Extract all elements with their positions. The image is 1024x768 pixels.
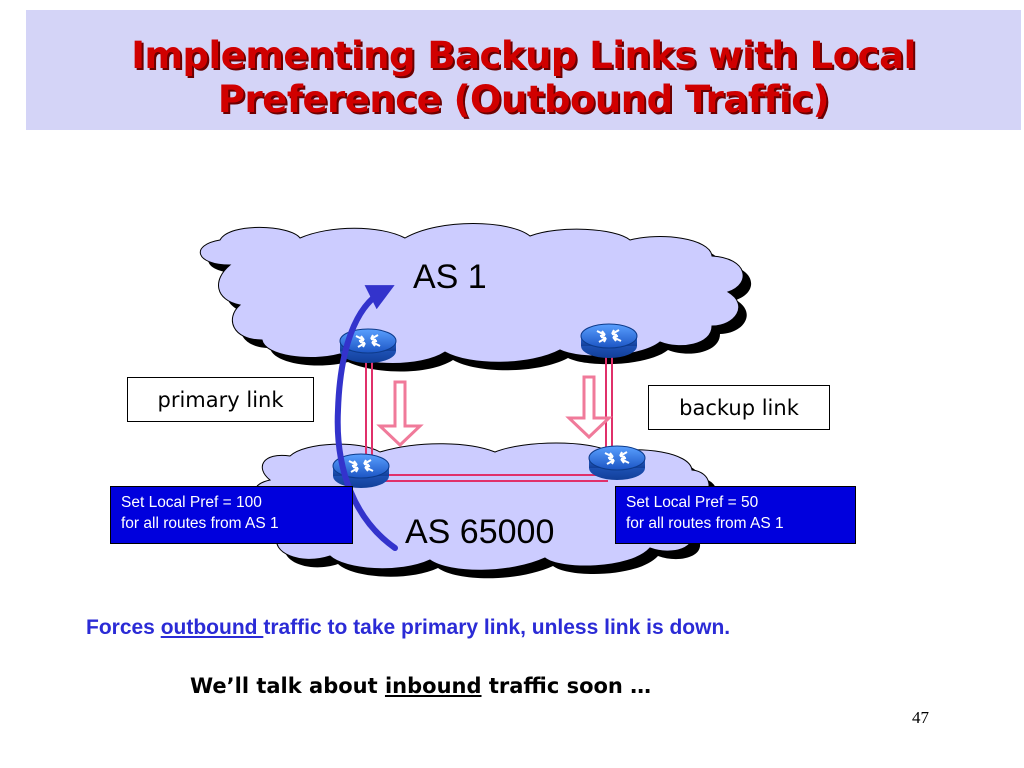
- title-banner: Implementing Backup Links with Local Pre…: [26, 10, 1021, 130]
- local-pref-right-line-2: for all routes from AS 1: [626, 515, 784, 532]
- as1-cloud: [199, 223, 752, 372]
- forces-underlined-word: outbound: [160, 616, 264, 639]
- talk-suffix: traffic soon …: [481, 674, 652, 698]
- router-icon-as1-left: [339, 328, 397, 363]
- outbound-traffic-arrow: [334, 285, 398, 551]
- backup-link-line: [605, 348, 613, 458]
- local-pref-box-right: Set Local Pref = 50 for all routes from …: [615, 486, 856, 544]
- talk-prefix: We’ll talk about: [190, 674, 385, 698]
- page-number: 47: [912, 708, 929, 727]
- primary-link-label: primary link: [127, 377, 314, 422]
- primary-link-line: [365, 352, 373, 470]
- as1-label: AS 1: [413, 258, 487, 296]
- local-pref-right-line-1: Set Local Pref = 50: [626, 494, 759, 511]
- forces-prefix: Forces: [86, 616, 161, 639]
- backup-link-label: backup link: [648, 385, 830, 430]
- forces-outbound-caption: Forces outbound traffic to take primary …: [86, 616, 730, 640]
- as65000-label: AS 65000: [405, 513, 555, 551]
- local-pref-left-line-2: for all routes from AS 1: [121, 515, 279, 532]
- slide-title-line-1: Implementing Backup Links with Local: [131, 34, 916, 77]
- down-arrow-left: [376, 380, 424, 448]
- local-pref-left-line-1: Set Local Pref = 100: [121, 494, 262, 511]
- router-icon-as65000-right: [588, 445, 646, 480]
- local-pref-box-left: Set Local Pref = 100 for all routes from…: [110, 486, 353, 544]
- router-icon-as1-right: [580, 323, 638, 358]
- forces-suffix: traffic to take primary link, unless lin…: [263, 616, 731, 639]
- down-arrow-right: [565, 375, 613, 440]
- talk-underlined-word: inbound: [384, 674, 482, 698]
- internal-link-line: [370, 474, 608, 482]
- slide-title-line-2: Preference (Outbound Traffic): [217, 78, 830, 121]
- inbound-traffic-note: We’ll talk about inbound traffic soon …: [190, 674, 651, 698]
